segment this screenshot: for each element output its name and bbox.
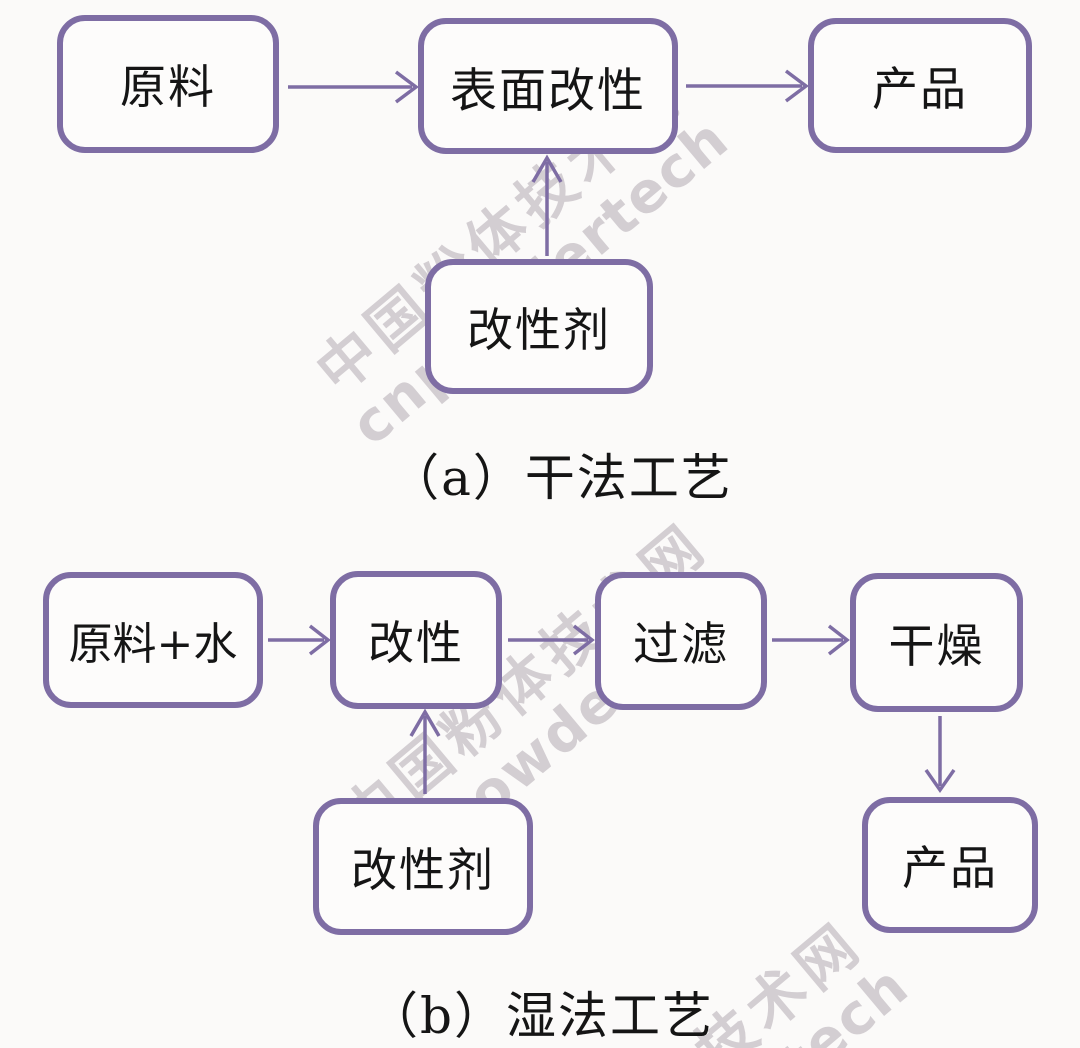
node-raw-material-water: 原料+水: [43, 572, 263, 708]
node-raw-material: 原料: [57, 15, 279, 153]
caption-dry-process: （a）干法工艺: [389, 449, 733, 507]
node-label: 产品: [902, 841, 998, 895]
node-label: 原料+水: [68, 619, 238, 670]
node-drying: 干燥: [850, 573, 1023, 712]
node-label: 改性: [368, 616, 464, 670]
arrow-rawwater-to-modification-head: [308, 624, 331, 656]
node-product-b: 产品: [862, 797, 1038, 933]
node-label: 表面改性: [450, 63, 646, 119]
node-surface-modification: 表面改性: [418, 18, 678, 154]
node-label: 过滤: [633, 617, 729, 671]
node-label: 改性剂: [351, 842, 495, 897]
node-label: 干燥: [888, 618, 985, 673]
arrow-filtration-to-drying-head: [827, 624, 850, 656]
node-filtration: 过滤: [595, 572, 767, 710]
arrow-raw-to-surface-head: [394, 70, 419, 104]
node-modifier-a: 改性剂: [425, 259, 653, 394]
node-product-a: 产品: [808, 18, 1032, 153]
arrow-modifier-to-surface-head: [531, 154, 563, 183]
arrow-modifier-to-modification-head: [409, 708, 441, 737]
arrow-surface-to-product-head: [784, 69, 809, 103]
node-label: 产品: [872, 61, 968, 116]
node-modification: 改性: [330, 571, 502, 709]
arrow-drying-to-product-head: [924, 768, 956, 794]
node-label: 改性剂: [467, 302, 611, 357]
arrow-modification-to-filtration-head: [572, 624, 595, 656]
node-modifier-b: 改性剂: [313, 798, 533, 935]
caption-wet-process: （b）湿法工艺: [367, 987, 715, 1045]
node-label: 原料: [120, 60, 216, 114]
